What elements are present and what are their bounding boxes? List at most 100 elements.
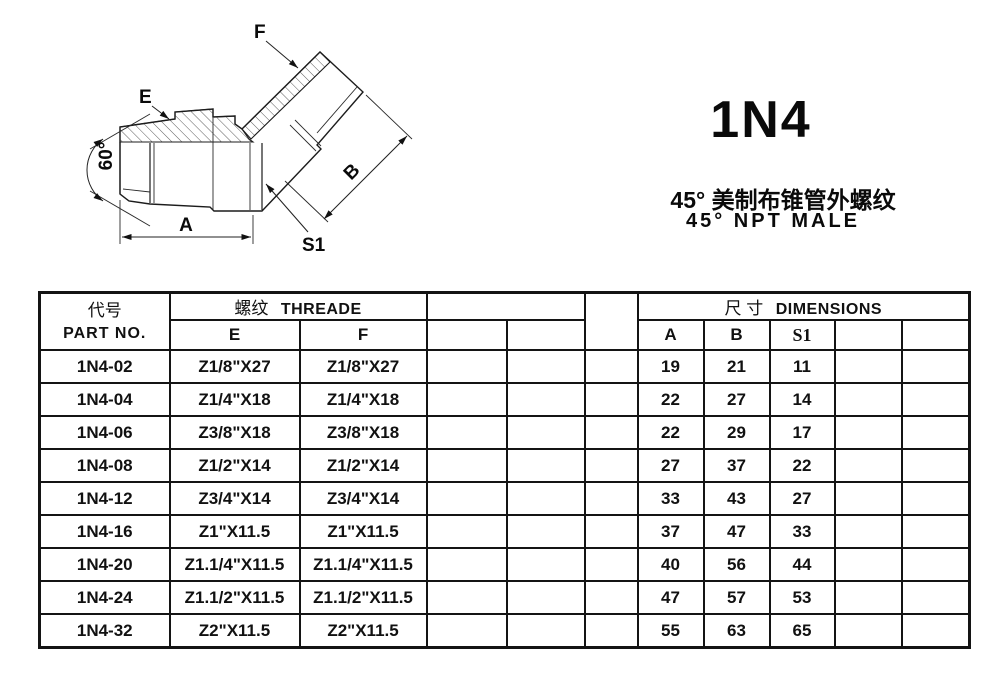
table-row: 1N4-12 Z3/4"X14 Z3/4"X14 33 43 27 (38, 481, 971, 516)
cell-blank (505, 382, 586, 417)
cell-blank (425, 547, 508, 582)
cell-dim-s1: 22 (768, 448, 836, 483)
cell-blank (900, 481, 971, 516)
cell-blank (425, 580, 508, 615)
cell-thread-e: Z2"X11.5 (168, 613, 301, 649)
cell-blank (425, 415, 508, 450)
cell-dim-b: 21 (702, 349, 771, 384)
cell-blank (900, 349, 971, 384)
cell-dim-b: 56 (702, 547, 771, 582)
col-header-blank2 (505, 319, 586, 351)
cell-dim-b: 47 (702, 514, 771, 549)
angle-label: 60° (96, 142, 117, 171)
cell-part-no: 1N4-04 (38, 382, 171, 417)
cell-blank (425, 382, 508, 417)
cell-dim-a: 22 (636, 415, 705, 450)
table-row: 1N4-06 Z3/8"X18 Z3/8"X18 22 29 17 (38, 415, 971, 450)
cell-thread-e: Z3/4"X14 (168, 481, 301, 516)
cell-dim-s1: 11 (768, 349, 836, 384)
subtitle-english: 45° NPT MALE (685, 210, 861, 232)
cell-thread-e: Z1"X11.5 (168, 514, 301, 549)
cell-thread-f: Z1"X11.5 (298, 514, 428, 549)
cell-dim-s1: 65 (768, 613, 836, 649)
cell-blank (583, 514, 639, 549)
cell-blank (900, 448, 971, 483)
cell-blank (833, 448, 903, 483)
cell-blank (425, 613, 508, 649)
cell-dim-a: 47 (636, 580, 705, 615)
cell-dim-s1: 27 (768, 481, 836, 516)
part-model-title: 1N4 (710, 91, 812, 149)
table-row: 1N4-08 Z1/2"X14 Z1/2"X14 27 37 22 (38, 448, 971, 483)
cell-blank (583, 547, 639, 582)
label-s1-text: S1 (302, 235, 326, 256)
cell-dim-s1: 44 (768, 547, 836, 582)
cell-blank (505, 448, 586, 483)
header-dimensions-en: DIMENSIONS (775, 301, 883, 318)
cell-thread-f: Z1/8"X27 (298, 349, 428, 384)
cell-thread-e: Z1.1/4"X11.5 (168, 547, 301, 582)
cell-blank (583, 481, 639, 516)
cell-blank (583, 382, 639, 417)
label-f-text: F (254, 22, 266, 43)
cell-blank (505, 349, 586, 384)
table-row: 1N4-02 Z1/8"X27 Z1/8"X27 19 21 11 (38, 349, 971, 384)
cell-blank (505, 547, 586, 582)
cell-dim-a: 37 (636, 514, 705, 549)
cell-blank (505, 580, 586, 615)
cell-thread-e: Z1/2"X14 (168, 448, 301, 483)
cell-dim-b: 29 (702, 415, 771, 450)
label-e: E (139, 87, 170, 120)
cell-thread-e: Z1.1/2"X11.5 (168, 580, 301, 615)
dim-b-label: B (340, 160, 365, 185)
cell-thread-f: Z2"X11.5 (298, 613, 428, 649)
cell-dim-s1: 33 (768, 514, 836, 549)
label-e-text: E (139, 87, 152, 108)
cell-blank (900, 514, 971, 549)
header-part-no-cn: 代号 (87, 300, 122, 320)
cell-thread-e: Z1/8"X27 (168, 349, 301, 384)
col-header-blank3 (833, 319, 903, 351)
cell-part-no: 1N4-12 (38, 481, 171, 516)
col-header-e: E (168, 319, 301, 351)
col-header-f: F (298, 319, 428, 351)
table-row: 1N4-20 Z1.1/4"X11.5 Z1.1/4"X11.5 40 56 4… (38, 547, 971, 582)
cell-blank (425, 514, 508, 549)
cell-dim-b: 27 (702, 382, 771, 417)
cell-part-no: 1N4-16 (38, 514, 171, 549)
header-thread-en: THREADE (280, 301, 362, 318)
cell-dim-b: 57 (702, 580, 771, 615)
cell-blank (900, 547, 971, 582)
cell-dim-s1: 14 (768, 382, 836, 417)
cell-part-no: 1N4-08 (38, 448, 171, 483)
cell-part-no: 1N4-06 (38, 415, 171, 450)
table-row: 1N4-04 Z1/4"X18 Z1/4"X18 22 27 14 (38, 382, 971, 417)
angle-dimension-60: 60° (86, 113, 151, 227)
col-header-s1: S1 (768, 319, 836, 351)
cell-dim-a: 22 (636, 382, 705, 417)
cell-blank (505, 415, 586, 450)
cell-blank (900, 382, 971, 417)
cell-blank (833, 547, 903, 582)
header-thread-cn: 螺纹 (234, 299, 269, 318)
table-row: 1N4-24 Z1.1/2"X11.5 Z1.1/2"X11.5 47 57 5… (38, 580, 971, 615)
cell-blank (505, 481, 586, 516)
cell-thread-e: Z1/4"X18 (168, 382, 301, 417)
cell-blank (583, 613, 639, 649)
cell-blank (425, 349, 508, 384)
cell-blank (583, 448, 639, 483)
subtitle-chinese: 45° 美制布锥管外螺纹 (670, 187, 896, 213)
cell-dim-b: 37 (702, 448, 771, 483)
col-header-a: A (636, 319, 705, 351)
cell-part-no: 1N4-20 (38, 547, 171, 582)
technical-drawing: 60° A B E F S1 (86, 22, 413, 256)
cell-blank (583, 580, 639, 615)
col-header-blank4 (900, 319, 971, 351)
label-s1: S1 (265, 183, 326, 256)
cell-dim-a: 19 (636, 349, 705, 384)
cell-blank (583, 415, 639, 450)
cell-thread-f: Z1.1/2"X11.5 (298, 580, 428, 615)
cell-blank (833, 613, 903, 649)
cell-blank (833, 514, 903, 549)
cell-blank (583, 349, 639, 384)
